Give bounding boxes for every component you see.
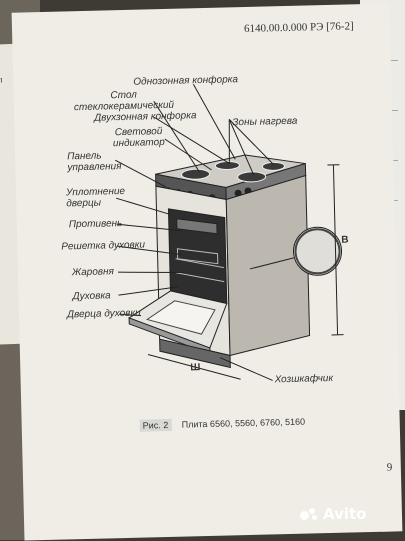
label-light-indicator: Световой индикатор xyxy=(112,126,165,149)
avito-watermark: Avito xyxy=(300,505,366,523)
label-dimension-width: Ш xyxy=(190,362,200,373)
label-door-seal: Уплотнение дверцы xyxy=(66,186,125,209)
avito-watermark-text: Avito xyxy=(323,505,366,523)
label-dimension-height: В xyxy=(341,235,349,246)
figure-number: Рис. 2 xyxy=(140,419,172,432)
avito-logo-icon xyxy=(300,507,320,521)
label-control-panel: Панель управления xyxy=(67,150,120,173)
label-heating-zones: Зоны нагрева xyxy=(232,116,297,129)
label-oven: Духовка xyxy=(72,290,110,302)
left-page-text: ут xyxy=(0,74,3,84)
label-roaster: Жаровня xyxy=(72,266,114,278)
label-storage-cabinet: Хозшкафчик xyxy=(275,373,334,385)
label-baking-tray: Противень xyxy=(69,218,123,230)
page-number: 9 xyxy=(387,462,393,474)
label-glass-ceramic-table: Стол стеклокерамический xyxy=(74,89,175,113)
label-oven-rack: Решетка духовки xyxy=(61,240,145,253)
manual-page: 6140.00.0.000 РЭ [76-2] xyxy=(12,3,403,540)
label-oven-door: Дверца духовки xyxy=(67,308,141,321)
